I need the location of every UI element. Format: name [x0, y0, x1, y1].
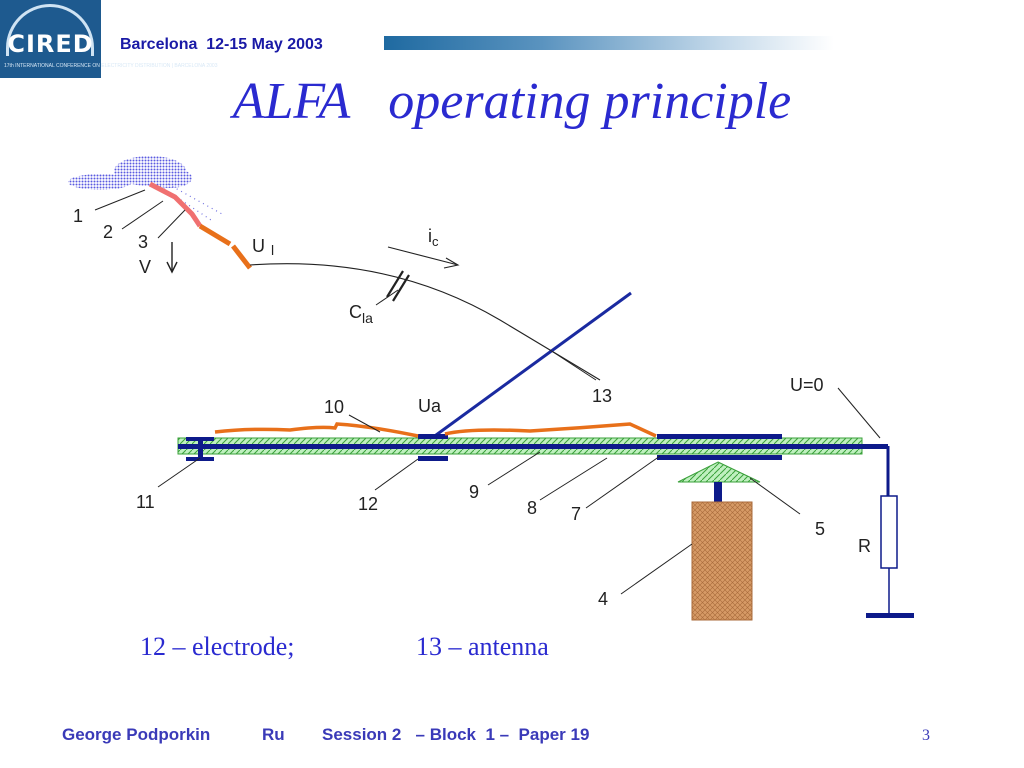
label-12: 12 [358, 494, 378, 514]
label-4: 4 [598, 589, 608, 609]
insulator-pin [714, 482, 722, 502]
label-r: R [858, 536, 871, 556]
support-pillar [691, 501, 753, 621]
surface-discharge [214, 422, 657, 438]
component-callout-lines [157, 387, 881, 595]
page-number: 3 [922, 727, 930, 744]
label-ua: Ua [418, 396, 442, 416]
label-velocity: V [139, 257, 151, 277]
label-current: ic [428, 226, 439, 249]
capacitor-symbol [386, 270, 410, 302]
label-10: 10 [324, 397, 344, 417]
electrode [418, 434, 448, 461]
resistor [880, 495, 898, 569]
current-arrow [387, 246, 460, 269]
caption-electrode: 12 – electrode; [140, 632, 295, 661]
logo-subtitle: 17th INTERNATIONAL CONFERENCE ON ELECTRI… [4, 63, 218, 69]
lightning-leader [148, 181, 203, 228]
label-8: 8 [527, 498, 537, 518]
label-2: 2 [103, 222, 113, 242]
label-11: 11 [136, 492, 155, 512]
label-u0: U=0 [790, 375, 824, 395]
antenna-callout [549, 349, 597, 381]
label-13: 13 [592, 386, 612, 406]
footer-author: George Podporkin [62, 725, 211, 744]
label-5: 5 [815, 519, 825, 539]
label-capacitance: Cla [349, 302, 373, 326]
label-3: 3 [138, 232, 148, 252]
caption-antenna: 13 – antenna [416, 632, 549, 661]
metal-sleeve [657, 434, 782, 460]
conference-header: Barcelona 12-15 May 2003 [120, 36, 323, 53]
label-9: 9 [469, 482, 479, 502]
footer-country: Ru [262, 725, 285, 744]
velocity-arrow [166, 242, 178, 274]
leader-callout-lines [94, 189, 186, 239]
thundercloud [68, 156, 192, 190]
header-gradient-bar [384, 36, 834, 50]
lightning-leader-tip [198, 223, 252, 270]
capacitive-coupling-line [249, 263, 601, 381]
end-clamp [186, 437, 214, 461]
label-7: 7 [571, 504, 581, 524]
ground-symbol [866, 613, 914, 618]
support-insulator [677, 461, 761, 483]
footer-session: Session 2 – Block 1 – Paper 19 [322, 725, 590, 744]
cired-logo: CIRED 17th INTERNATIONAL CONFERENCE ON E… [0, 0, 218, 78]
central-conductor [178, 444, 888, 449]
antenna [431, 291, 632, 440]
slide-title: ALFA operating principle [232, 73, 792, 130]
label-1: 1 [73, 206, 83, 226]
logo-wordmark: CIRED [7, 30, 94, 58]
capacitor-callout [375, 289, 399, 306]
